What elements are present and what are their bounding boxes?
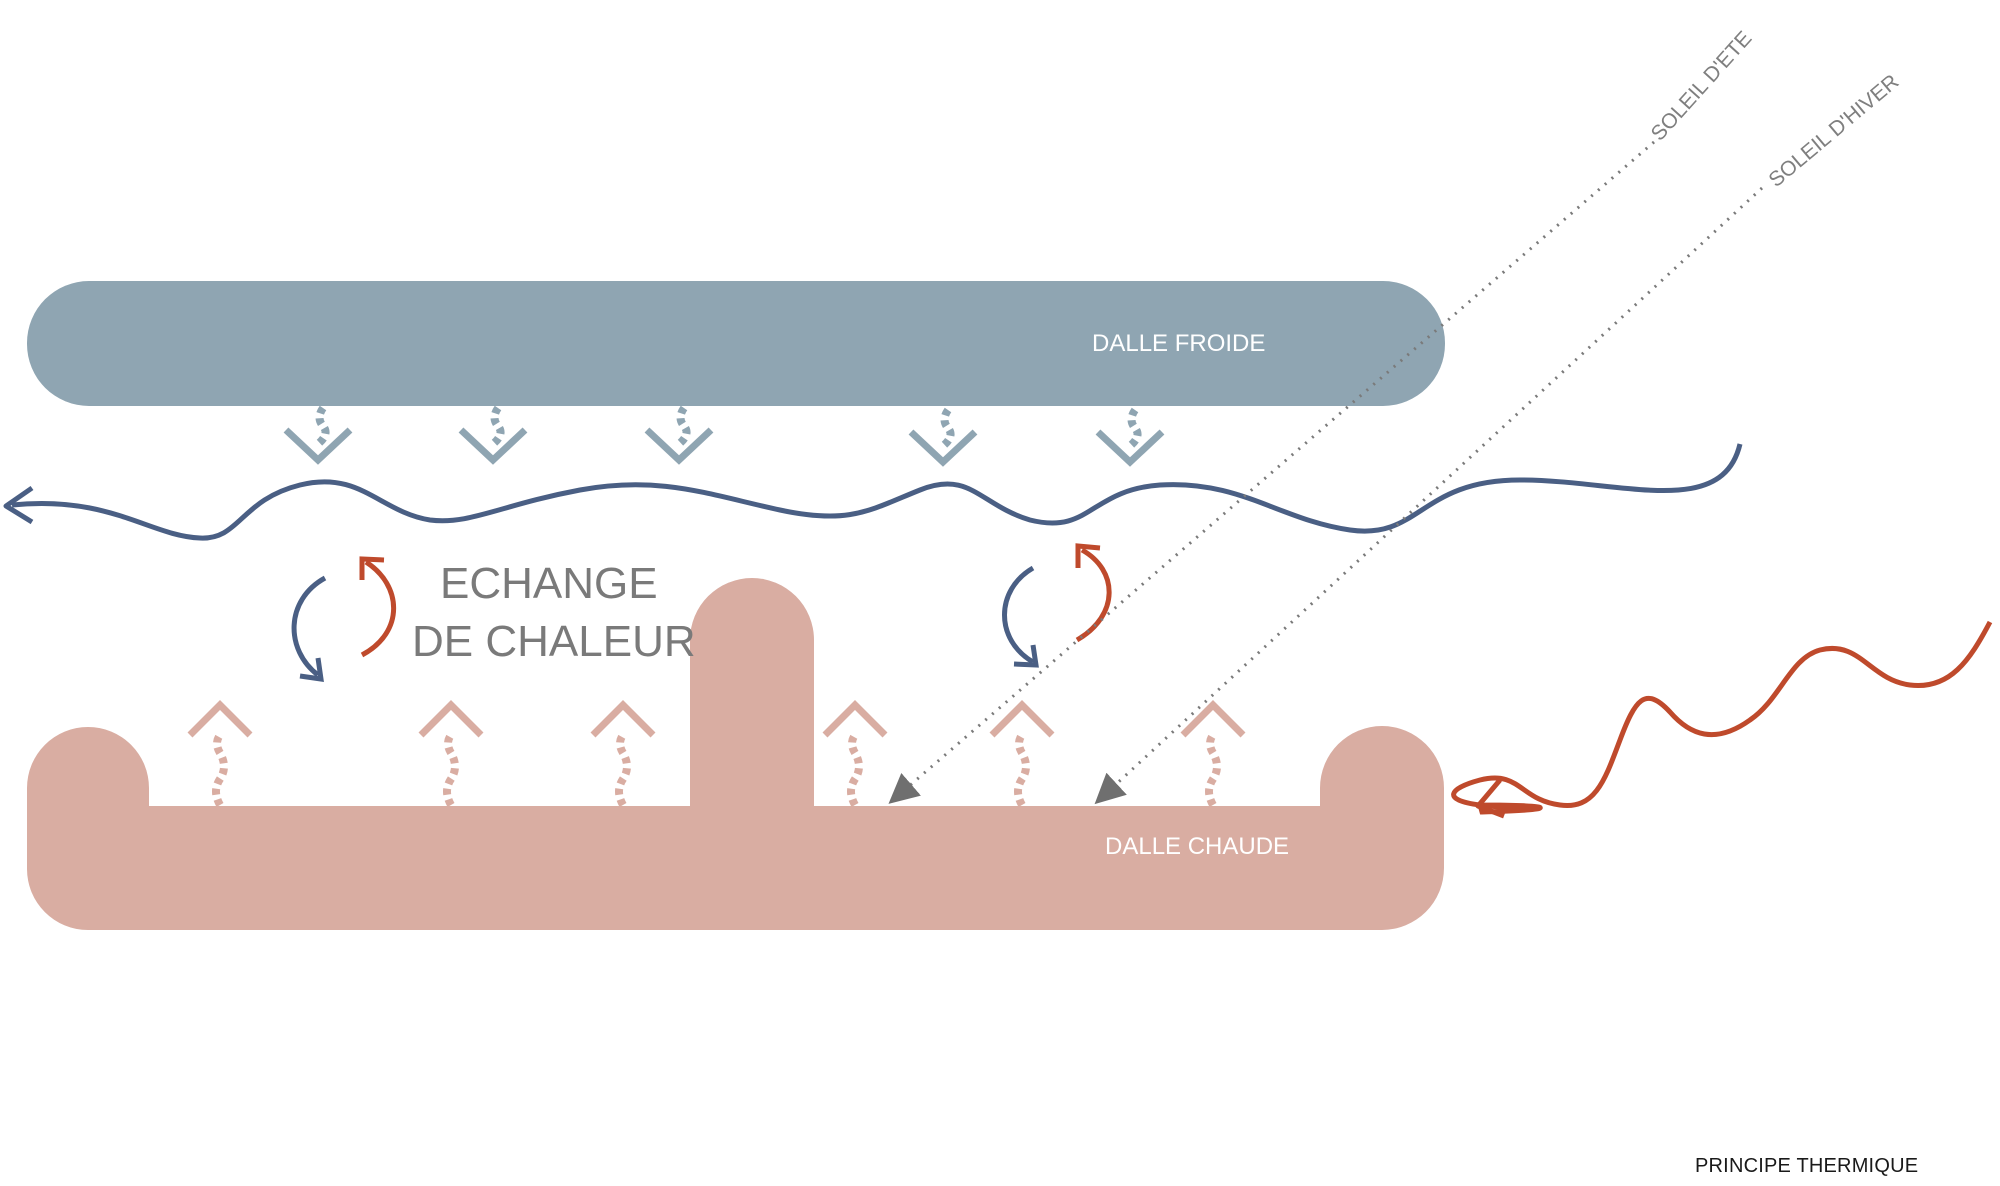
exchange-warm-curved-arrow-icon (360, 559, 397, 658)
cool-air-arrowhead-icon (3, 485, 34, 525)
exchange-cold-arrowhead-icon (299, 657, 324, 682)
warm-radiation-arrow-icon (822, 700, 888, 807)
exchange-label-line2: DE CHALEUR (412, 617, 696, 666)
cold-radiation-arrow-icon (908, 407, 978, 467)
warm-radiation-arrow-icon (418, 700, 484, 807)
warm-radiation-arrow-icon (989, 700, 1055, 807)
diagram-caption: PRINCIPE THERMIQUE (1695, 1155, 1919, 1177)
hot-slab (27, 578, 1444, 930)
summer-sun-label: SOLEIL D'ETE (1647, 27, 1757, 145)
summer-sun-ray (888, 140, 1655, 804)
exchange-warm-arrowhead-icon (1075, 543, 1101, 568)
cold-radiation-arrow-icon (644, 405, 714, 465)
cold-slab (27, 281, 1445, 406)
warm-radiation-arrow-icon (590, 700, 656, 807)
exchange-cold-curved-arrow-icon (1002, 565, 1035, 665)
exchange-warm-arrowhead-icon (359, 556, 385, 580)
warm-radiation-arrow-icon (187, 700, 253, 807)
warm-air-arrowhead-icon (1475, 778, 1505, 819)
cold-radiation-arrow-icon (458, 405, 528, 465)
exchange-cold-curved-arrow-icon (291, 575, 327, 677)
hot-slab-label: DALLE CHAUDE (1105, 833, 1289, 860)
exchange-warm-curved-arrow-icon (1075, 547, 1112, 643)
cold-slab-label: DALLE FROIDE (1092, 330, 1265, 357)
warm-radiation-arrow-icon (1180, 700, 1246, 807)
cold-radiation-arrow-icon (283, 405, 353, 465)
exchange-cold-arrowhead-icon (1013, 644, 1039, 668)
warm-air-wave-icon (1451, 620, 1993, 815)
cool-air-wave-icon (11, 443, 1743, 541)
winter-sun-ray (1094, 186, 1764, 805)
cold-radiation-arrow-icon (1095, 407, 1165, 467)
winter-sun-label: SOLEIL D'HIVER (1764, 70, 1903, 192)
exchange-label-line1: ECHANGE (440, 559, 658, 608)
